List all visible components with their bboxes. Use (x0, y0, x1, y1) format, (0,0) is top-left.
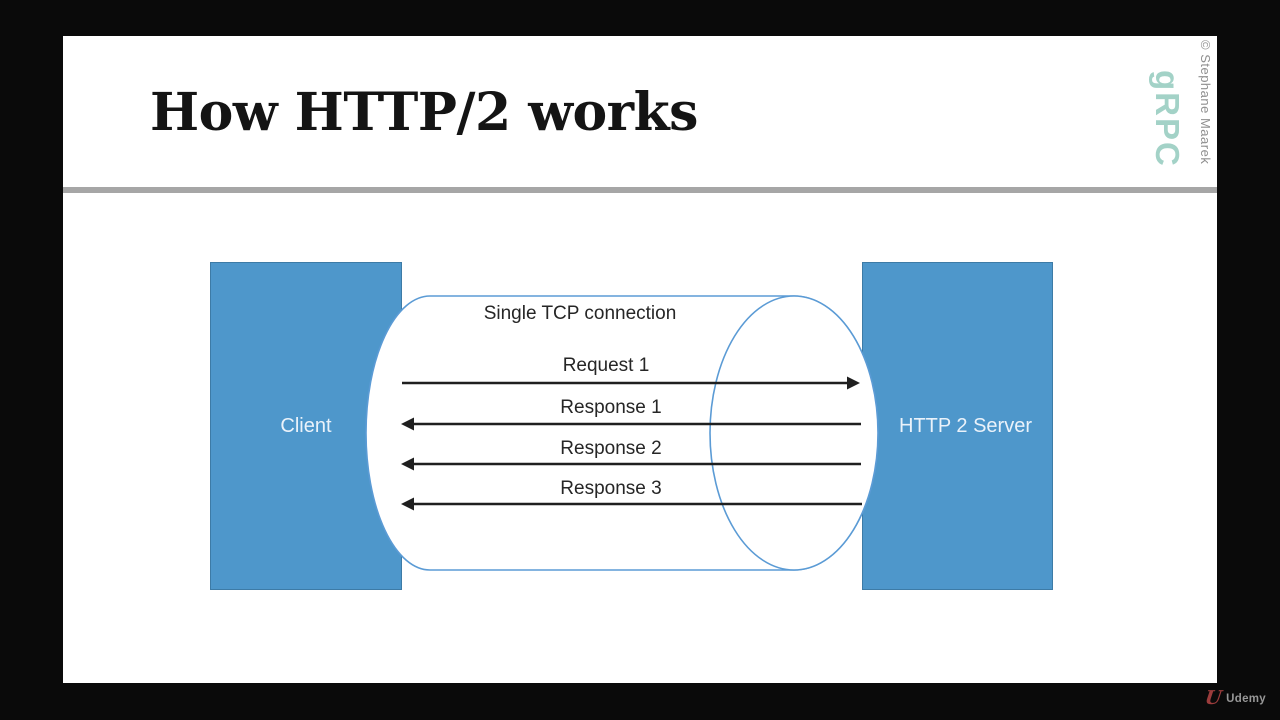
udemy-brand-text: Udemy (1226, 692, 1266, 705)
slide-title: How HTTP/2 works (150, 82, 698, 143)
server-box: HTTP 2 Server (862, 262, 1053, 590)
single-tcp-connection-label: Single TCP connection (483, 303, 677, 324)
response-2-label: Response 2 (560, 438, 662, 459)
server-label: HTTP 2 Server (899, 414, 1032, 437)
copyright-text: © Stephane Maarek (1198, 40, 1213, 165)
response-3-label: Response 3 (560, 478, 662, 499)
udemy-logo: U Udemy (1203, 687, 1266, 709)
title-divider (63, 187, 1217, 193)
client-box: Client (210, 262, 402, 590)
response-1-label: Response 1 (560, 397, 662, 418)
client-label: Client (280, 414, 332, 437)
grpc-logo: gRPC (1149, 70, 1186, 168)
footer-bar: U Udemy (0, 683, 1280, 720)
request-1-label: Request 1 (562, 355, 650, 376)
udemy-u-icon: U (1203, 687, 1223, 709)
